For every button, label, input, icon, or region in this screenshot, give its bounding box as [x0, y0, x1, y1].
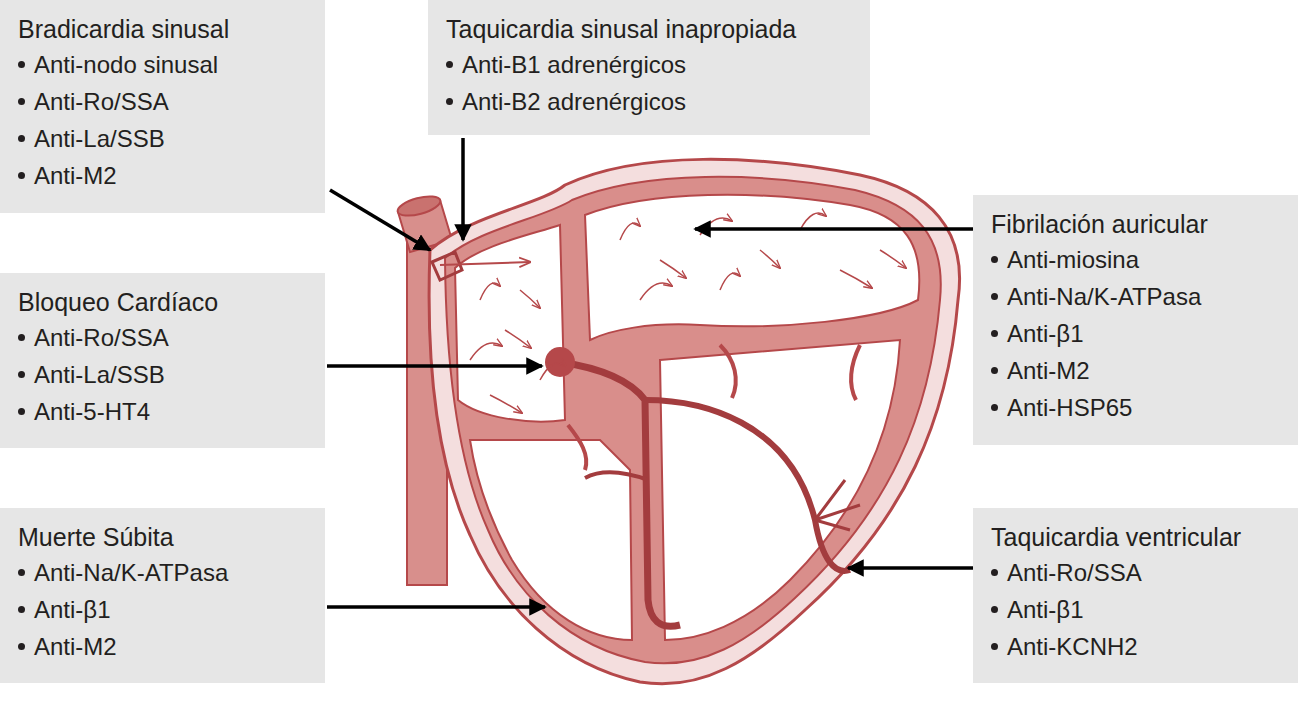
item-text: Anti-Ro/SSA	[34, 83, 169, 120]
bullet	[18, 371, 25, 378]
antibody-item: Anti-Ro/SSA	[991, 554, 1280, 591]
bullet	[991, 404, 998, 411]
antibody-item: Anti-miosina	[991, 241, 1280, 278]
antibody-item: Anti-Na/K-ATPasa	[991, 278, 1280, 315]
antibody-item: Anti-β1	[991, 591, 1280, 628]
bullet	[18, 643, 25, 650]
item-text: Anti-5-HT4	[34, 393, 150, 430]
bullet	[18, 606, 25, 613]
item-text: Anti-Na/K-ATPasa	[34, 554, 228, 591]
heading-text: Bradicardia sinusal	[18, 15, 229, 43]
annotation-box: Taquicardia sinusal inapropiadaAnti-B1 a…	[428, 0, 870, 135]
box-heading: Bradicardia sinusal	[18, 12, 307, 46]
antibody-item: Anti-β1	[18, 591, 307, 628]
item-text: Anti-B1 adrenérgicos	[462, 46, 686, 83]
annotation-box: Fibrilación auricularAnti-miosinaAnti-Na…	[973, 195, 1298, 445]
item-text: Anti-La/SSB	[34, 356, 165, 393]
antibody-item: Anti-HSP65	[991, 389, 1280, 426]
antibody-item: Anti-Ro/SSA	[18, 83, 307, 120]
bullet	[991, 293, 998, 300]
item-text: Anti-La/SSB	[34, 120, 165, 157]
bullet	[18, 334, 25, 341]
antibody-item: Anti-nodo sinusal	[18, 46, 307, 83]
annotation-box: Bradicardia sinusalAnti-nodo sinusalAnti…	[0, 0, 325, 213]
heading-text: Muerte Súbita	[18, 523, 174, 551]
item-text: Anti-M2	[34, 628, 117, 665]
antibody-item: Anti-Ro/SSA	[18, 319, 307, 356]
bullet	[991, 256, 998, 263]
bullet	[991, 569, 998, 576]
antibody-item: Anti-M2	[991, 352, 1280, 389]
antibody-item: Anti-M2	[18, 157, 307, 194]
bullet	[991, 606, 998, 613]
bullet	[18, 569, 25, 576]
antibody-item: Anti-M2	[18, 628, 307, 665]
box-heading: Taquicardia ventricular	[991, 520, 1280, 554]
bullet	[991, 643, 998, 650]
bullet	[446, 98, 453, 105]
bullet	[18, 61, 25, 68]
item-text: Anti-B2 adrenérgicos	[462, 83, 686, 120]
box-heading: Taquicardia sinusal inapropiada	[446, 12, 852, 46]
annotation-box: Muerte SúbitaAnti-Na/K-ATPasaAnti-β1Anti…	[0, 508, 325, 683]
box-heading: Bloqueo Cardíaco	[18, 285, 307, 319]
box-heading: Fibrilación auricular	[991, 207, 1280, 241]
item-text: Anti-M2	[1007, 352, 1090, 389]
item-text: Anti-HSP65	[1007, 389, 1132, 426]
item-text: Anti-M2	[34, 157, 117, 194]
item-text: Anti-Ro/SSA	[1007, 554, 1142, 591]
antibody-item: Anti-B1 adrenérgicos	[446, 46, 852, 83]
leader-lines	[327, 138, 973, 607]
bullet	[991, 367, 998, 374]
antibody-item: Anti-5-HT4	[18, 393, 307, 430]
item-text: Anti-Na/K-ATPasa	[1007, 278, 1201, 315]
heading-text: Taquicardia ventricular	[991, 523, 1241, 551]
item-text: Anti-β1	[1007, 315, 1084, 352]
antibody-item: Anti-B2 adrenérgicos	[446, 83, 852, 120]
antibody-item: Anti-KCNH2	[991, 628, 1280, 665]
bullet	[991, 330, 998, 337]
bullet	[18, 135, 25, 142]
bullet	[18, 98, 25, 105]
antibody-item: Anti-Na/K-ATPasa	[18, 554, 307, 591]
heading-text: Taquicardia sinusal inapropiada	[446, 15, 796, 43]
antibody-item: Anti-β1	[991, 315, 1280, 352]
item-text: Anti-nodo sinusal	[34, 46, 218, 83]
item-text: Anti-Ro/SSA	[34, 319, 169, 356]
antibody-item: Anti-La/SSB	[18, 120, 307, 157]
bullet	[446, 61, 453, 68]
heading-text: Bloqueo Cardíaco	[18, 288, 218, 316]
bullet	[18, 408, 25, 415]
box-heading: Muerte Súbita	[18, 520, 307, 554]
item-text: Anti-β1	[34, 591, 111, 628]
heading-text: Fibrilación auricular	[991, 210, 1208, 238]
annotation-box: Taquicardia ventricularAnti-Ro/SSAAnti-β…	[973, 508, 1298, 683]
item-text: Anti-β1	[1007, 591, 1084, 628]
item-text: Anti-KCNH2	[1007, 628, 1138, 665]
item-text: Anti-miosina	[1007, 241, 1139, 278]
annotation-box: Bloqueo CardíacoAnti-Ro/SSAAnti-La/SSBAn…	[0, 273, 325, 448]
antibody-item: Anti-La/SSB	[18, 356, 307, 393]
bullet	[18, 172, 25, 179]
